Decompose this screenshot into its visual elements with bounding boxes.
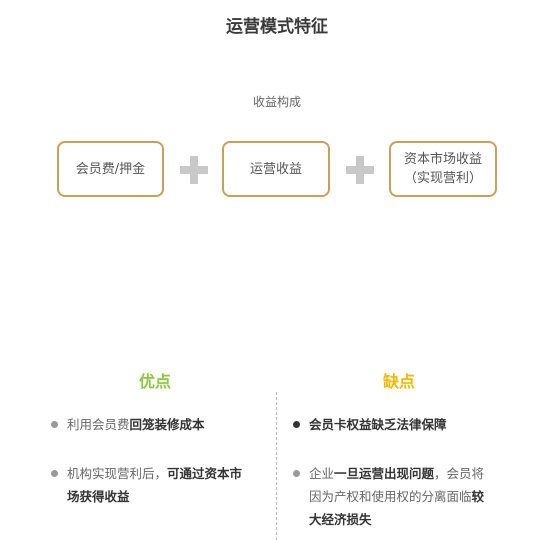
plus-icon: [346, 156, 374, 184]
membership-fee-label: 会员费/押金: [75, 161, 146, 177]
bullet-dot: [51, 421, 58, 428]
cons-title: 缺点: [383, 372, 416, 391]
operating-income-box: 运营收益: [222, 141, 330, 197]
column-divider: [276, 392, 277, 540]
page-title: 运营模式特征: [226, 17, 328, 37]
section-subtitle: 收益构成: [252, 95, 301, 109]
pros-item-2: 机构实现营利后，可通过资本市 场获得收益: [67, 466, 243, 504]
bullet-dot: [293, 421, 300, 428]
pros-item-1: 利用会员费回笼装修成本: [67, 417, 205, 432]
membership-fee-box: 会员费/押金: [57, 141, 164, 197]
capital-market-label-line1: 资本市场收益: [403, 152, 482, 167]
pros-title: 优点: [139, 372, 172, 391]
cons-item-1: 会员卡权益缺乏法律保障: [309, 417, 447, 432]
bullet-dot: [51, 470, 58, 477]
cons-item-2: 企业一旦运营出现问题，会员将 因为产权和使用权的分离面临较 大经济损失: [309, 466, 485, 527]
plus-icon: [180, 156, 208, 184]
capital-market-box: 资本市场收益 （实现营利）: [389, 141, 497, 197]
capital-market-label-line2: （实现营利）: [403, 171, 482, 186]
bullet-dot: [293, 470, 300, 477]
operating-income-label: 运营收益: [249, 161, 302, 177]
